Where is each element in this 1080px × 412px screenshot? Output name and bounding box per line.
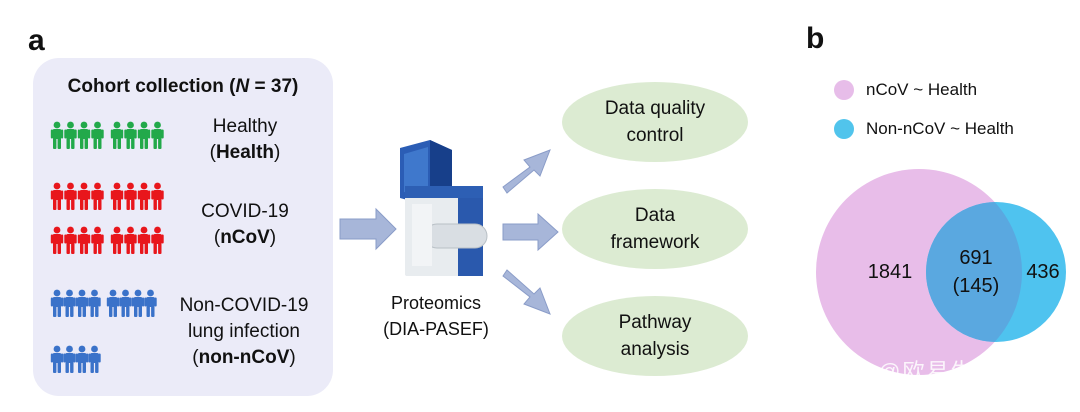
panel-b-label: b bbox=[806, 22, 825, 55]
cohort-title: Cohort collection (N = 37) bbox=[33, 76, 333, 98]
group-ncov-line1: COVID-19 bbox=[201, 201, 289, 222]
legend-ncov-label: nCoV ~ Health bbox=[866, 80, 978, 99]
group-non-ncov-label: Non-COVID-19 lung infection (non-nCoV) bbox=[158, 293, 330, 371]
mass-spectrometer-icon bbox=[400, 140, 488, 276]
paren-close: ) bbox=[274, 142, 281, 163]
arrow-to-pathway bbox=[502, 269, 551, 315]
venn-ncov-only-count: 1841 bbox=[867, 261, 913, 283]
instrument-line2: (DIA-PASEF) bbox=[383, 319, 489, 339]
instrument-line1: Proteomics bbox=[390, 293, 482, 313]
group-healthy-abbr: Health bbox=[215, 142, 275, 163]
paren-open: ( bbox=[213, 227, 221, 248]
arrow-to-quality bbox=[502, 149, 551, 194]
output-pathway-line2: analysis bbox=[620, 339, 690, 360]
legend-non-ncov-label: Non-nCoV ~ Health bbox=[866, 119, 1014, 138]
output-quality-line2: control bbox=[626, 125, 684, 146]
output-framework-line1: Data bbox=[634, 205, 676, 226]
output-pathway-analysis: Pathway analysis bbox=[562, 296, 748, 376]
cohort-title-prefix: Cohort collection ( bbox=[67, 76, 236, 97]
output-quality-control: Data quality control bbox=[562, 82, 748, 162]
group-non-ncov-line1b: lung infection bbox=[188, 321, 300, 342]
output-data-framework: Data framework bbox=[562, 189, 748, 269]
output-pathway-line1: Pathway bbox=[618, 312, 692, 333]
group-ncov-abbr: nCoV bbox=[220, 227, 270, 248]
venn-overlap-region bbox=[926, 202, 1022, 342]
group-healthy-line1: Healthy bbox=[212, 116, 278, 137]
group-non-ncov-line1: Non-COVID-19 bbox=[179, 295, 309, 316]
group-ncov-label: COVID-19 (nCoV) bbox=[170, 199, 320, 251]
paren-close: ) bbox=[289, 347, 296, 368]
venn-overlap-value: 691 bbox=[959, 247, 993, 269]
group-non-ncov-abbr: non-nCoV bbox=[198, 347, 290, 368]
cohort-title-suffix: = 37) bbox=[249, 76, 299, 97]
cohort-title-n: N bbox=[235, 76, 250, 97]
panel-a-label: a bbox=[28, 24, 45, 57]
group-healthy-label: Healthy (Health) bbox=[170, 114, 320, 166]
venn-overlap-subvalue: (145) bbox=[952, 275, 1000, 297]
arrow-to-instrument bbox=[339, 207, 397, 251]
watermark: 知乎 @欧易生物 bbox=[822, 359, 999, 384]
instrument-label: Proteomics (DIA-PASEF) bbox=[366, 290, 506, 342]
venn-overlap-count: 691 (145) bbox=[938, 244, 1014, 300]
venn-non-ncov-only-count: 436 bbox=[1026, 261, 1060, 283]
paren-close: ) bbox=[269, 227, 277, 248]
paren-open: ( bbox=[192, 347, 199, 368]
output-framework-line2: framework bbox=[610, 232, 700, 253]
paren-open: ( bbox=[209, 142, 216, 163]
legend-non-ncov-swatch bbox=[834, 119, 854, 139]
legend-ncov-swatch bbox=[834, 80, 854, 100]
output-quality-line1: Data quality bbox=[604, 98, 706, 119]
arrow-to-framework bbox=[502, 212, 559, 252]
